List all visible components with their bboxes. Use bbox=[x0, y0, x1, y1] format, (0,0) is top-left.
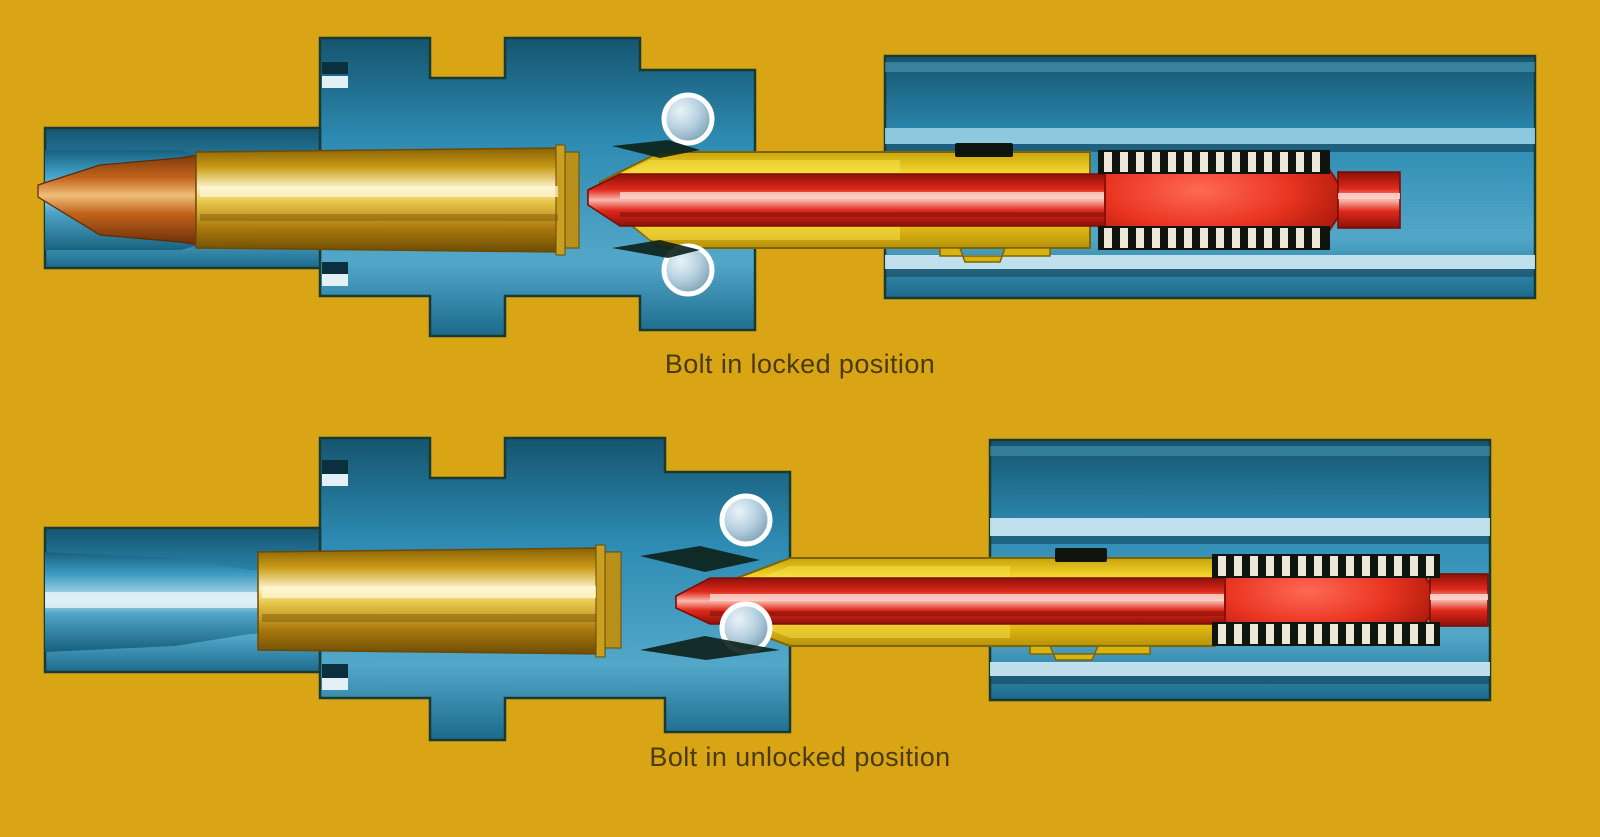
striker-assembly bbox=[1212, 554, 1489, 646]
caption-bolt-unlocked: Bolt in unlocked position bbox=[649, 742, 951, 772]
locking-balls bbox=[661, 92, 715, 297]
firing-pin bbox=[587, 173, 1121, 227]
diagram-bolt-unlocked bbox=[0, 400, 1600, 800]
locking-ball-upper bbox=[719, 493, 773, 547]
cartridge bbox=[257, 544, 622, 658]
diagram-bolt-locked bbox=[0, 0, 1600, 400]
striker-spring bbox=[1098, 150, 1330, 250]
striker-spring bbox=[1212, 554, 1440, 646]
cartridge-case bbox=[257, 547, 619, 655]
cartridge-case bbox=[195, 147, 576, 253]
locking-ball-upper bbox=[661, 92, 715, 146]
extractor-notch bbox=[1055, 548, 1107, 562]
firing-pin-tail bbox=[1337, 171, 1401, 229]
extractor-notch bbox=[955, 143, 1013, 157]
cartridge bbox=[37, 144, 580, 256]
caption-bolt-locked: Bolt in locked position bbox=[664, 349, 936, 379]
locking-ball-lower bbox=[661, 243, 715, 297]
striker-assembly bbox=[1098, 150, 1401, 250]
